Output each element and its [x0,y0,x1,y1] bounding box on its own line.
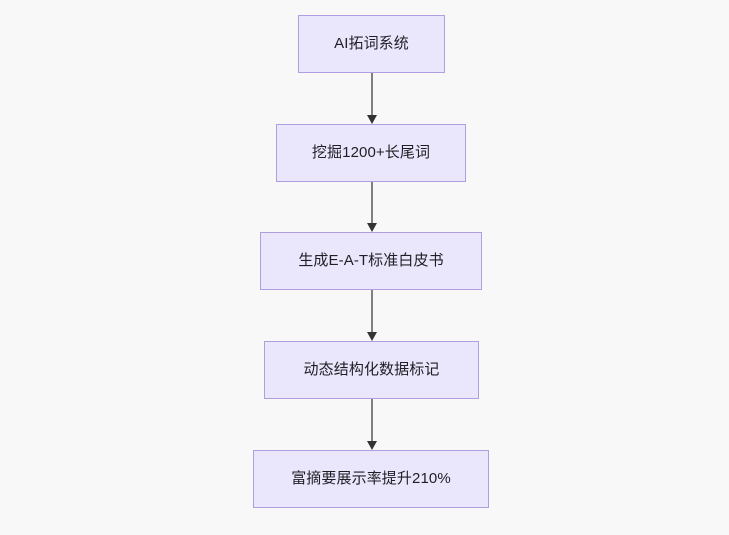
flow-node-generate-eat-whitepaper[interactable]: 生成E-A-T标准白皮书 [260,232,482,290]
edge-arrow-icon [366,115,377,124]
flow-node-ai-keyword-system[interactable]: AI拓词系统 [298,15,445,73]
flow-node-label: 动态结构化数据标记 [303,361,440,378]
flow-node-mine-longtail-keywords[interactable]: 挖掘1200+长尾词 [276,124,466,182]
edge-connector [366,399,377,450]
edge-arrow-icon [366,441,377,450]
edge-arrow-icon [366,223,377,232]
edge-line [371,182,373,224]
edge-connector [366,182,377,232]
edge-line [371,290,373,333]
flow-node-label: 挖掘1200+长尾词 [311,144,431,161]
edge-connector [366,290,377,341]
flow-node-label: 富摘要展示率提升210% [291,470,451,487]
flow-node-label: AI拓词系统 [334,35,409,52]
flow-node-dynamic-structured-data[interactable]: 动态结构化数据标记 [264,341,479,399]
edge-arrow-icon [366,332,377,341]
edge-line [371,399,373,442]
flow-node-label: 生成E-A-T标准白皮书 [298,252,444,269]
edge-line [371,73,373,116]
edge-connector [366,73,377,124]
flow-node-rich-snippet-result[interactable]: 富摘要展示率提升210% [253,450,489,508]
